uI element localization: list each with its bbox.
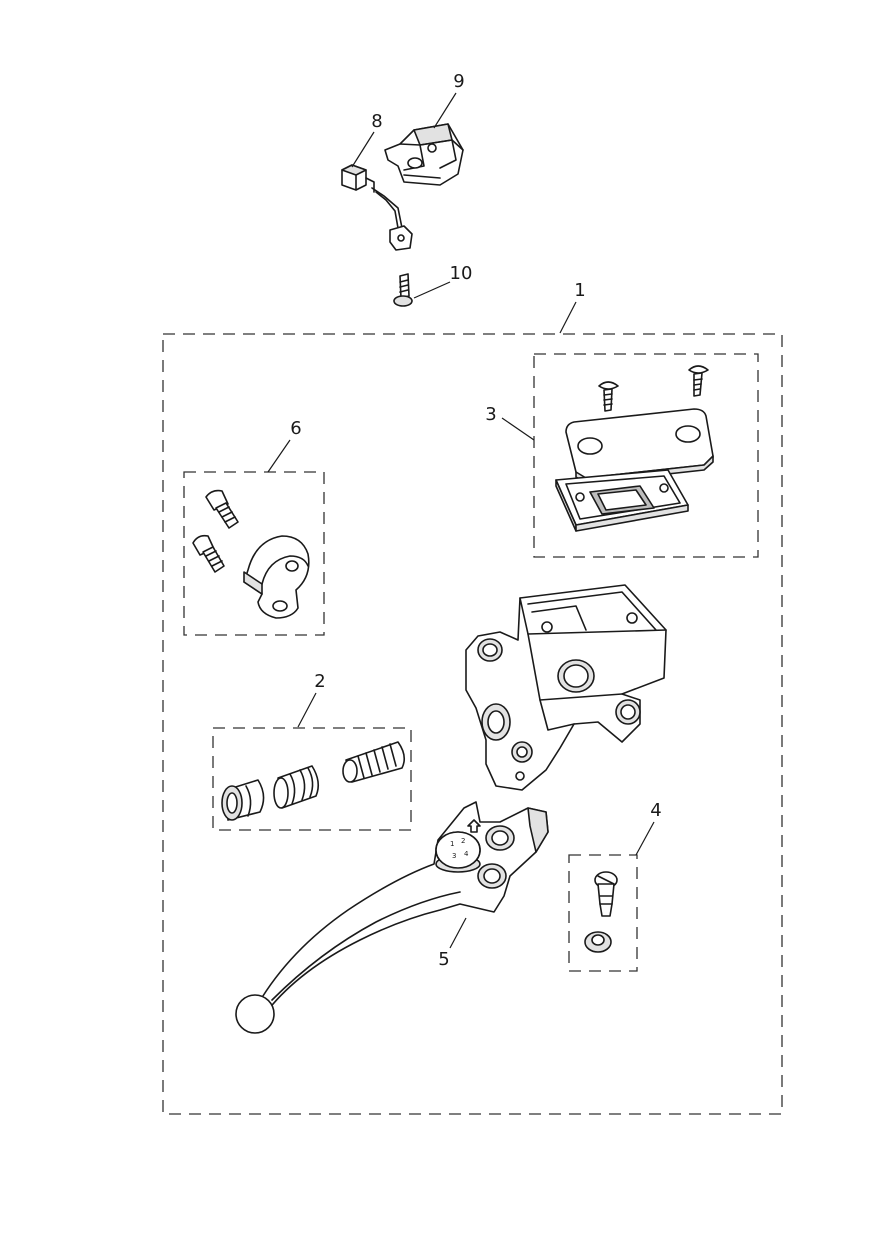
leader-lines bbox=[267, 92, 655, 949]
callout-3: 3 bbox=[485, 404, 496, 425]
kit-4-boundary bbox=[568, 854, 638, 972]
callout-1: 1 bbox=[574, 280, 585, 301]
part-4-pivot-bolt bbox=[584, 871, 618, 953]
callout-8: 8 bbox=[371, 111, 382, 132]
part-3-diaphragm bbox=[555, 469, 689, 532]
master-cylinder-body bbox=[465, 584, 667, 791]
part-5-brake-lever: 1 2 3 4 bbox=[235, 801, 549, 1034]
callout-5: 5 bbox=[438, 949, 449, 970]
part-10-screw bbox=[393, 273, 413, 307]
svg-text:4: 4 bbox=[464, 850, 469, 858]
part-8-brake-light-switch bbox=[341, 164, 413, 251]
kit-6-boundary bbox=[183, 471, 325, 636]
svg-text:2: 2 bbox=[461, 837, 465, 845]
callout-9: 9 bbox=[453, 71, 464, 92]
svg-text:3: 3 bbox=[452, 852, 456, 860]
kit-1-boundary bbox=[162, 333, 783, 1115]
part-3-reservoir-cap bbox=[565, 408, 714, 484]
svg-text:1: 1 bbox=[450, 840, 454, 848]
callout-6: 6 bbox=[290, 418, 301, 439]
kit-3-boundary bbox=[533, 353, 759, 558]
kit-2-boundary bbox=[212, 727, 412, 831]
part-2-piston-kit bbox=[221, 741, 406, 821]
callout-10: 10 bbox=[450, 263, 473, 284]
part-3-cover-screws bbox=[598, 365, 709, 412]
callout-4: 4 bbox=[650, 800, 661, 821]
part-6-clamp bbox=[243, 535, 310, 619]
part-6-clamp-bolts bbox=[192, 489, 239, 573]
part-9-switch-housing bbox=[384, 123, 464, 186]
callout-2: 2 bbox=[314, 671, 325, 692]
